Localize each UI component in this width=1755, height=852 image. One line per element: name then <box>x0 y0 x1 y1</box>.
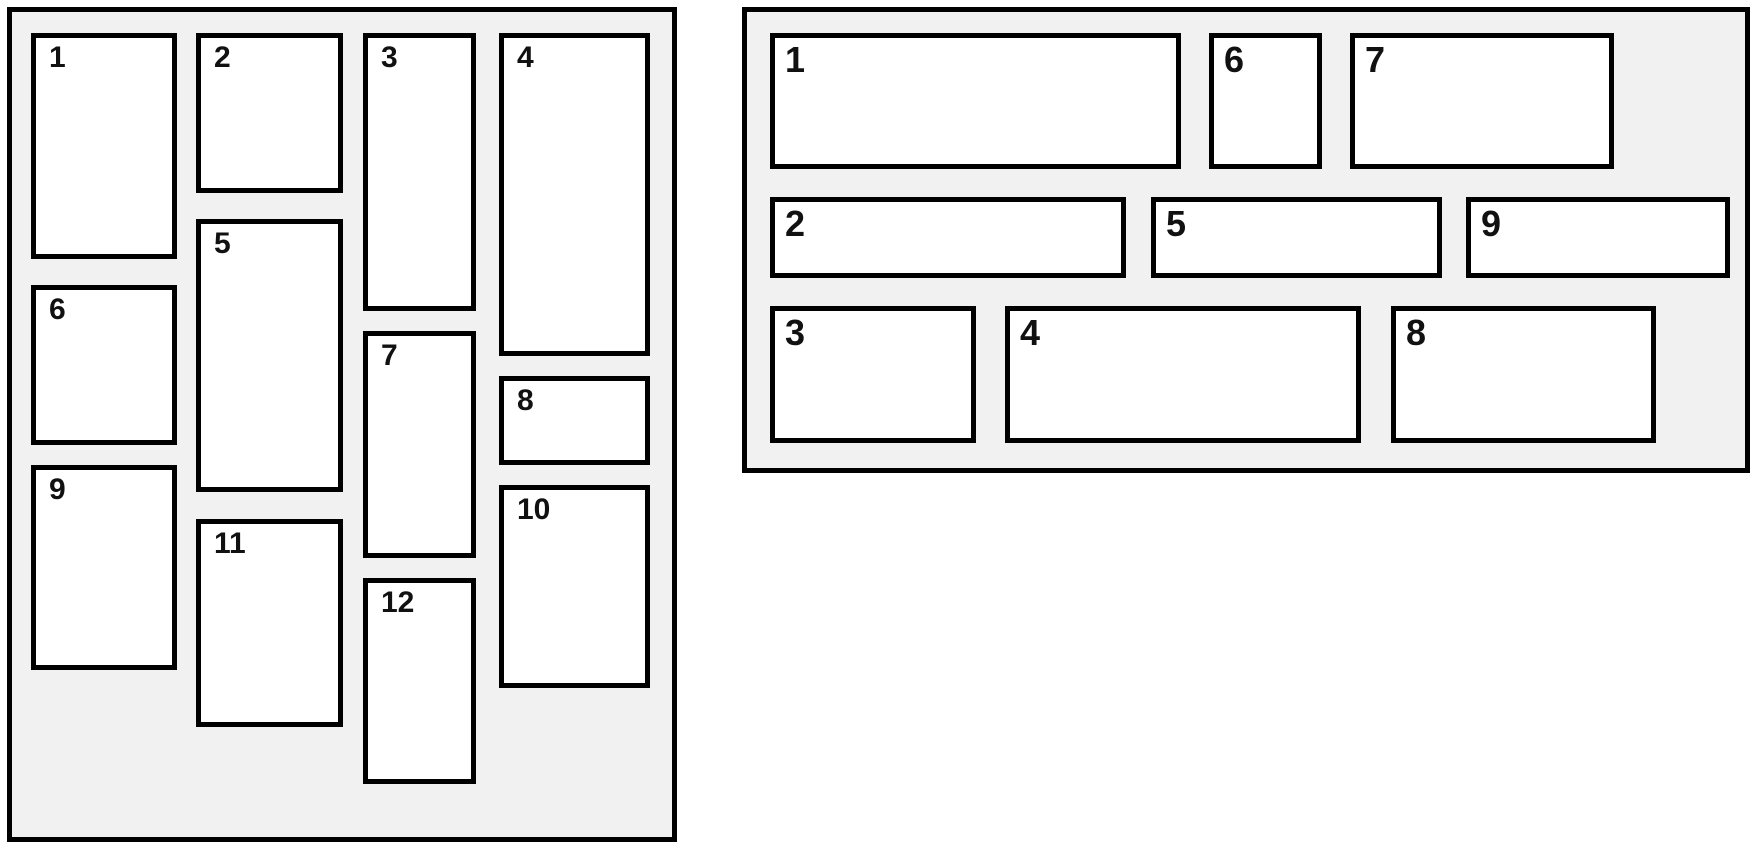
column-masonry-panel-box-10: 10 <box>499 485 650 688</box>
row-grid-panel-box-3: 3 <box>770 306 976 443</box>
column-masonry-panel-box-5: 5 <box>196 219 343 492</box>
row-grid-panel: 1 6 7 2 5 9 3 4 8 <box>742 7 1750 473</box>
column-masonry-panel-box-7: 7 <box>363 331 476 558</box>
row-grid-panel-box-9: 9 <box>1466 197 1730 278</box>
column-masonry-panel-box-12: 12 <box>363 578 476 784</box>
column-masonry-panel-box-3: 3 <box>363 33 476 311</box>
box-label: 3 <box>785 312 806 353</box>
box-label: 12 <box>381 586 415 619</box>
box-label: 2 <box>785 203 806 244</box>
row-grid-panel-box-2: 2 <box>770 197 1126 278</box>
box-label: 5 <box>1166 203 1187 244</box>
row-grid-panel-box-1: 1 <box>770 33 1181 169</box>
box-label: 7 <box>1365 39 1386 80</box>
column-masonry-panel-box-1: 1 <box>31 33 177 259</box>
box-label: 6 <box>49 293 66 326</box>
row-grid-panel-box-7: 7 <box>1350 33 1614 169</box>
column-masonry-panel-box-6: 6 <box>31 285 177 445</box>
box-label: 3 <box>381 41 398 74</box>
box-label: 4 <box>1020 312 1041 353</box>
box-label: 2 <box>214 41 231 74</box>
box-label: 8 <box>1406 312 1427 353</box>
box-label: 5 <box>214 227 231 260</box>
column-masonry-panel-box-2: 2 <box>196 33 343 193</box>
box-label: 9 <box>49 473 66 506</box>
box-label: 6 <box>1224 39 1245 80</box>
box-label: 10 <box>517 493 551 526</box>
box-label: 4 <box>517 41 534 74</box>
column-masonry-panel-box-11: 11 <box>196 519 343 727</box>
box-label: 1 <box>49 41 66 74</box>
row-grid-panel-box-4: 4 <box>1005 306 1361 443</box>
box-label: 1 <box>785 39 806 80</box>
column-masonry-panel-box-8: 8 <box>499 376 650 465</box>
box-label: 9 <box>1481 203 1502 244</box>
row-grid-panel-box-6: 6 <box>1209 33 1322 169</box>
row-grid-panel-box-5: 5 <box>1151 197 1442 278</box>
row-grid-panel-box-8: 8 <box>1391 306 1656 443</box>
box-label: 8 <box>517 384 534 417</box>
box-label: 7 <box>381 339 398 372</box>
box-label: 11 <box>214 527 246 560</box>
column-masonry-panel-box-9: 9 <box>31 465 177 670</box>
column-masonry-panel-box-4: 4 <box>499 33 650 356</box>
